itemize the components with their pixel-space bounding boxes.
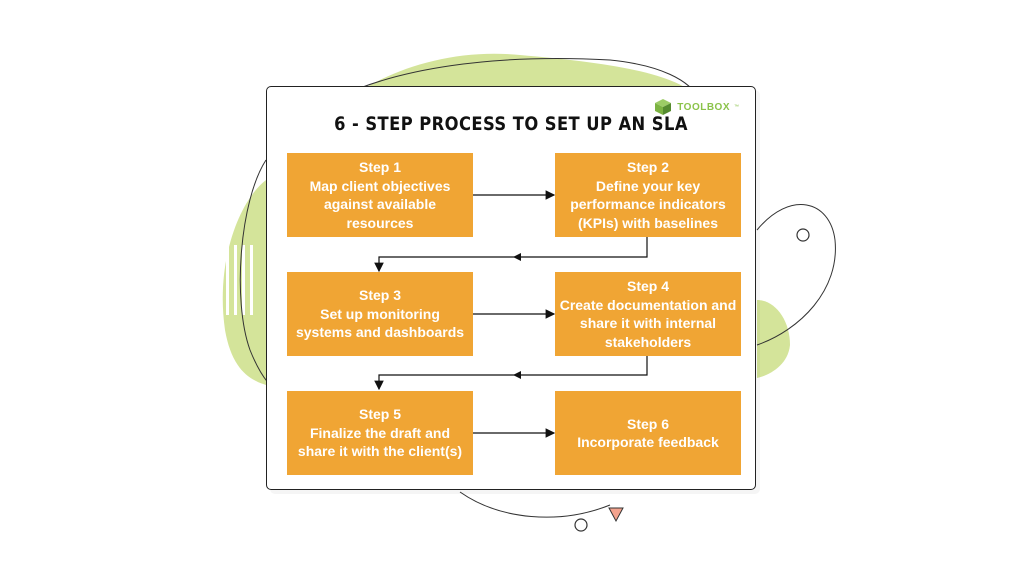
outline-curve-bottom <box>459 491 611 518</box>
step-1-label: Step 1 <box>358 159 401 175</box>
arrow-step2-to-step3 <box>374 237 648 273</box>
step-2-text: Define your key performance indicators (… <box>570 177 726 231</box>
step-6-label: Step 6 <box>626 415 669 432</box>
brand-name: TOOLBOX <box>677 101 730 113</box>
diagram-title: 6 - STEP PROCESS TO SET UP AN SLA <box>334 113 688 135</box>
step-6-text: Incorporate feedback <box>577 434 719 450</box>
arrow-step4-to-step5 <box>374 355 648 391</box>
circle-decoration-bottom <box>574 518 588 532</box>
step-1-text: Map client objectives against available … <box>309 177 451 231</box>
brand-trademark: ™ <box>734 104 739 110</box>
step-5-text: Finalize the draft and share it with the… <box>297 424 463 460</box>
stripes-left <box>226 245 253 315</box>
green-blob-right <box>757 300 790 378</box>
outline-curve-right <box>756 204 836 346</box>
diagram-card: 6 - STEP PROCESS TO SET UP AN SLA TOOLBO… <box>266 86 756 490</box>
step-4-label: Step 4 <box>626 278 669 294</box>
outline-curve-top <box>299 58 701 121</box>
step-4-box: Step 4 Create documentation and share it… <box>555 272 741 356</box>
step-3-text: Set up monitoring systems and dashboards <box>295 305 465 341</box>
arrow-mid-marker-1 <box>513 253 521 261</box>
step-5-box: Step 5 Finalize the draft and share it w… <box>287 391 473 475</box>
triangle-decoration <box>608 507 624 523</box>
step-3-label: Step 3 <box>358 287 401 304</box>
cube-icon <box>655 99 672 115</box>
step-1-box: Step 1 Map client objectives against ava… <box>287 153 473 237</box>
step-5-label: Step 5 <box>358 406 401 423</box>
circle-decoration-right <box>796 228 810 242</box>
step-6-box: Step 6 Incorporate feedback <box>555 391 741 475</box>
step-3-box: Step 3 Set up monitoring systems and das… <box>287 272 473 356</box>
arrow-mid-marker-2 <box>513 371 521 379</box>
brand-logo: TOOLBOX ™ <box>653 97 739 117</box>
step-2-box: Step 2 Define your key performance indic… <box>555 153 741 237</box>
step-4-text: Create documentation and share it with i… <box>559 296 737 350</box>
step-2-label: Step 2 <box>626 159 669 175</box>
